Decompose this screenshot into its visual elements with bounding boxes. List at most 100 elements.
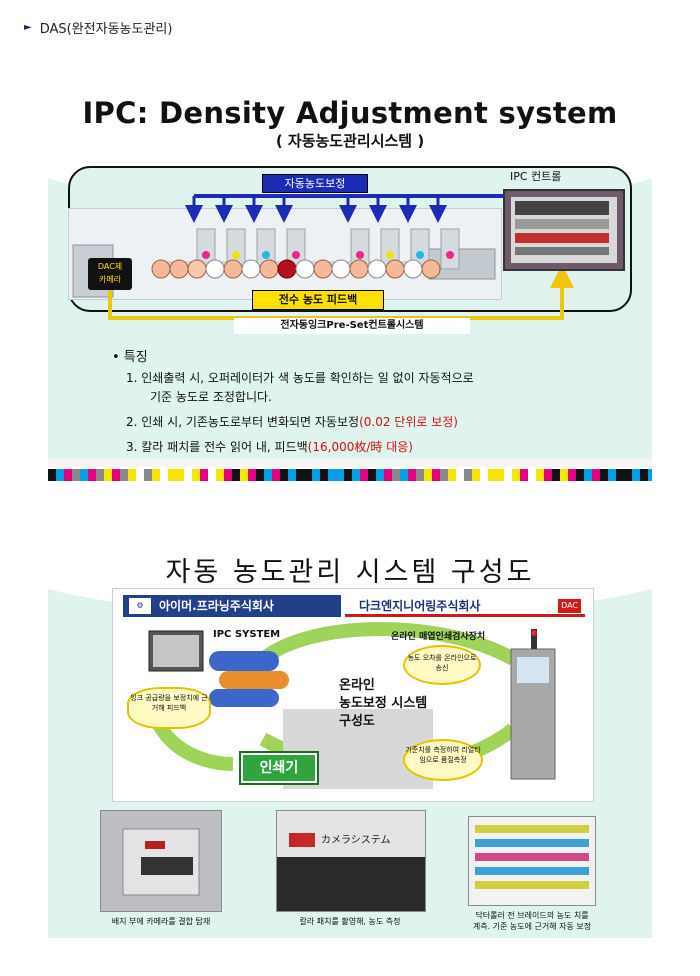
center-line3: 구성도 xyxy=(339,714,375,729)
color-patch xyxy=(176,469,184,481)
center-line2: 농도보정 시스템 xyxy=(339,696,428,711)
color-patch xyxy=(56,469,64,481)
slide1-title: IPC: Density Adjustment system xyxy=(82,96,618,130)
color-patch xyxy=(520,469,528,481)
density-screen-drawing xyxy=(469,817,595,905)
color-patch xyxy=(440,469,448,481)
color-patch xyxy=(344,469,352,481)
caption-3-line2: 계측. 기준 농도에 근거해 자동 보정 xyxy=(472,922,592,931)
color-patch xyxy=(568,469,576,481)
caption-2: 칼라 패치를 촬영해, 농도 측정 xyxy=(299,917,401,926)
color-patch xyxy=(472,469,480,481)
color-patch xyxy=(600,469,608,481)
color-patch xyxy=(96,469,104,481)
color-patch xyxy=(488,469,496,481)
color-patch xyxy=(264,469,272,481)
color-patch xyxy=(360,469,368,481)
caption-3: 닥터롤러 전 브레이드의 농도 치를 계측. 기준 농도에 근거해 자동 보정 xyxy=(452,910,612,932)
color-patch xyxy=(336,469,344,481)
color-patch xyxy=(192,469,200,481)
color-patch xyxy=(304,469,312,481)
photo-density-screen xyxy=(468,816,596,906)
color-patch xyxy=(536,469,544,481)
color-patch xyxy=(384,469,392,481)
bubble-left: 잉크 공급량을 보정치에 근거해 피드백 xyxy=(127,687,211,729)
color-patch xyxy=(512,469,520,481)
dac-logo: DAC xyxy=(558,599,581,613)
color-patch xyxy=(312,469,320,481)
company-left: 아이머.프라닝주식회사 xyxy=(123,595,341,617)
color-patch xyxy=(144,469,152,481)
color-patch xyxy=(528,469,536,481)
bubble-right: 기준치를 측정하여 리얼타임으로 품질측정 xyxy=(403,739,483,781)
photo-camera-unit xyxy=(100,810,222,912)
color-patch xyxy=(392,469,400,481)
color-patch xyxy=(496,469,504,481)
color-patch xyxy=(504,469,512,481)
color-patch xyxy=(552,469,560,481)
color-patch xyxy=(400,469,408,481)
color-patch xyxy=(296,469,304,481)
color-patch xyxy=(424,469,432,481)
color-patch xyxy=(448,469,456,481)
color-patch xyxy=(112,469,120,481)
color-patch xyxy=(584,469,592,481)
color-patch xyxy=(216,469,224,481)
slide1-subtitle: ( 자동농도관리시스템 ) xyxy=(275,132,425,150)
section-header: ► DAS(완전자동농도관리) xyxy=(24,18,172,37)
color-patch xyxy=(480,469,488,481)
color-patch xyxy=(352,469,360,481)
photo-camera-system-label: カメラシステム xyxy=(321,835,391,846)
feature-3-text: 3. 칼라 패치를 전수 읽어 내, 피드백 xyxy=(126,440,308,454)
color-patch xyxy=(408,469,416,481)
color-patch xyxy=(248,469,256,481)
feature-2-red: (0.02 단위로 보정) xyxy=(359,415,458,429)
company-right: 다크엔지니어링주식회사 xyxy=(345,595,585,617)
color-patch xyxy=(152,469,160,481)
color-patch xyxy=(632,469,640,481)
monitor-screen xyxy=(515,201,609,255)
color-patch xyxy=(608,469,616,481)
color-patch xyxy=(136,469,144,481)
section-title: DAS(완전자동농도관리) xyxy=(39,22,173,37)
ipc-system-label: IPC SYSTEM xyxy=(213,629,281,640)
color-patch xyxy=(320,469,328,481)
color-patch xyxy=(168,469,176,481)
feature-2-text: 2. 인쇄 시, 기존농도로부터 변화되면 자동보정 xyxy=(126,415,360,429)
photo-camera-unit-drawing xyxy=(101,811,221,911)
bubble-top: 농도 오차를 온라인으로 송신 xyxy=(403,645,481,685)
color-patch xyxy=(376,469,384,481)
color-patch xyxy=(544,469,552,481)
color-patch xyxy=(64,469,72,481)
feature-3-red: (16,000枚/時 대응) xyxy=(307,440,413,454)
slide2-title: 자동 농도관리 시스템 구성도 xyxy=(165,557,535,588)
color-patch xyxy=(592,469,600,481)
press-illustration xyxy=(68,208,502,300)
color-patch xyxy=(88,469,96,481)
color-patch xyxy=(160,469,168,481)
color-patch xyxy=(456,469,464,481)
color-patch xyxy=(232,469,240,481)
dac-camera-line1: DAC제 xyxy=(97,262,123,271)
color-patch xyxy=(224,469,232,481)
color-patch xyxy=(256,469,264,481)
slide-ipc-density: IPC: Density Adjustment system ( 자동농도관리시… xyxy=(48,86,652,484)
arrow-bullet-icon: ► xyxy=(24,22,32,33)
feedback-label: 전수 농도 피드백 xyxy=(252,290,384,310)
color-patch xyxy=(272,469,280,481)
ipc-monitor xyxy=(503,189,625,271)
feature-1-line1: 1. 인쇄출력 시, 오퍼레이터가 색 농도를 확인하는 일 없이 자동적으로 xyxy=(126,371,474,385)
color-patch xyxy=(184,469,192,481)
features-list: • 특징 1. 인쇄출력 시, 오퍼레이터가 색 농도를 확인하는 일 없이 자… xyxy=(112,348,474,457)
dac-camera-line2: 카메라 xyxy=(98,275,122,284)
color-patch xyxy=(576,469,584,481)
color-patch xyxy=(624,469,632,481)
color-patch xyxy=(280,469,288,481)
color-patch xyxy=(432,469,440,481)
photo-camera-system: カメラシステム xyxy=(276,810,426,912)
dac-camera-label: DAC제 카메라 xyxy=(88,258,132,290)
center-label: 온라인 농도보정 시스템 구성도 xyxy=(339,677,427,731)
company-banner: 아이머.프라닝주식회사 ⚙ 다크엔지니어링주식회사 DAC xyxy=(113,595,593,621)
feature-2: 2. 인쇄 시, 기존농도로부터 변화되면 자동보정(0.02 단위로 보정) xyxy=(126,413,474,432)
caption-3-line1: 닥터롤러 전 브레이드의 농도 치를 xyxy=(475,911,589,920)
